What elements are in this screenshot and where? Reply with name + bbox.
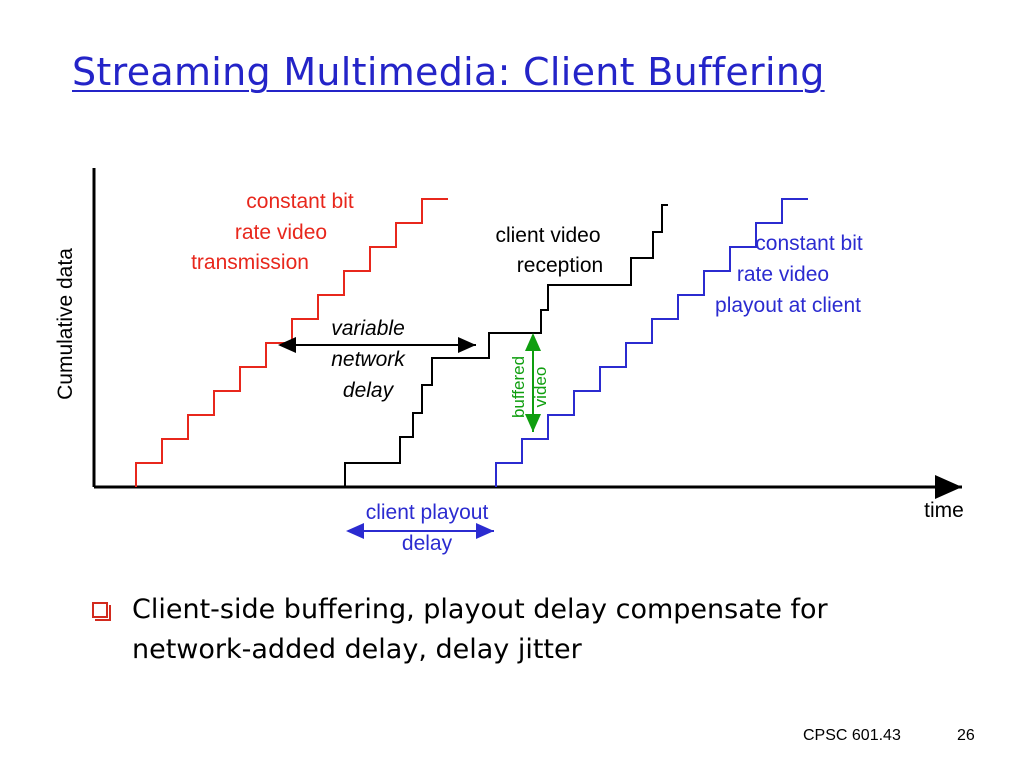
footer-page-number: 26 bbox=[957, 727, 975, 744]
svg-text:constant bit: constant bit bbox=[246, 190, 354, 213]
svg-text:reception: reception bbox=[517, 254, 603, 277]
y-axis-label: Cumulative data bbox=[54, 248, 77, 400]
playout-label: constant bit rate video playout at clien… bbox=[715, 232, 863, 317]
svg-text:client video: client video bbox=[495, 224, 600, 247]
reception-label: client video reception bbox=[495, 224, 603, 277]
footer-course: CPSC 601.43 bbox=[803, 727, 901, 744]
svg-text:network: network bbox=[331, 348, 406, 371]
svg-text:playout at client: playout at client bbox=[715, 294, 861, 317]
x-axis-label: time bbox=[924, 499, 964, 522]
playout-staircase bbox=[495, 198, 808, 487]
svg-text:delay: delay bbox=[402, 532, 453, 555]
network-delay-label: variable network delay bbox=[331, 317, 406, 402]
svg-text:variable: variable bbox=[331, 317, 405, 340]
buffered-video-label: buffered video bbox=[509, 356, 550, 418]
svg-text:delay: delay bbox=[343, 379, 395, 402]
reception-staircase bbox=[344, 204, 668, 487]
svg-text:video: video bbox=[531, 367, 550, 408]
playout-delay-label: client playout delay bbox=[366, 501, 489, 555]
bullet-box-icon bbox=[92, 602, 111, 621]
bullet-text: Client-side buffering, playout delay com… bbox=[132, 594, 828, 665]
transmission-label: constant bit rate video transmission bbox=[191, 190, 354, 274]
svg-text:constant bit: constant bit bbox=[755, 232, 863, 255]
svg-text:rate video: rate video bbox=[737, 263, 829, 286]
bullet-item: Client-side buffering, playout delay com… bbox=[92, 590, 912, 670]
svg-text:rate video: rate video bbox=[235, 221, 327, 244]
svg-text:transmission: transmission bbox=[191, 251, 309, 274]
svg-text:buffered: buffered bbox=[509, 356, 528, 418]
buffering-diagram: Cumulative data time constant bit rate v… bbox=[54, 168, 964, 555]
svg-text:client playout: client playout bbox=[366, 501, 489, 524]
slide-title: Streaming Multimedia: Client Buffering bbox=[72, 50, 825, 94]
